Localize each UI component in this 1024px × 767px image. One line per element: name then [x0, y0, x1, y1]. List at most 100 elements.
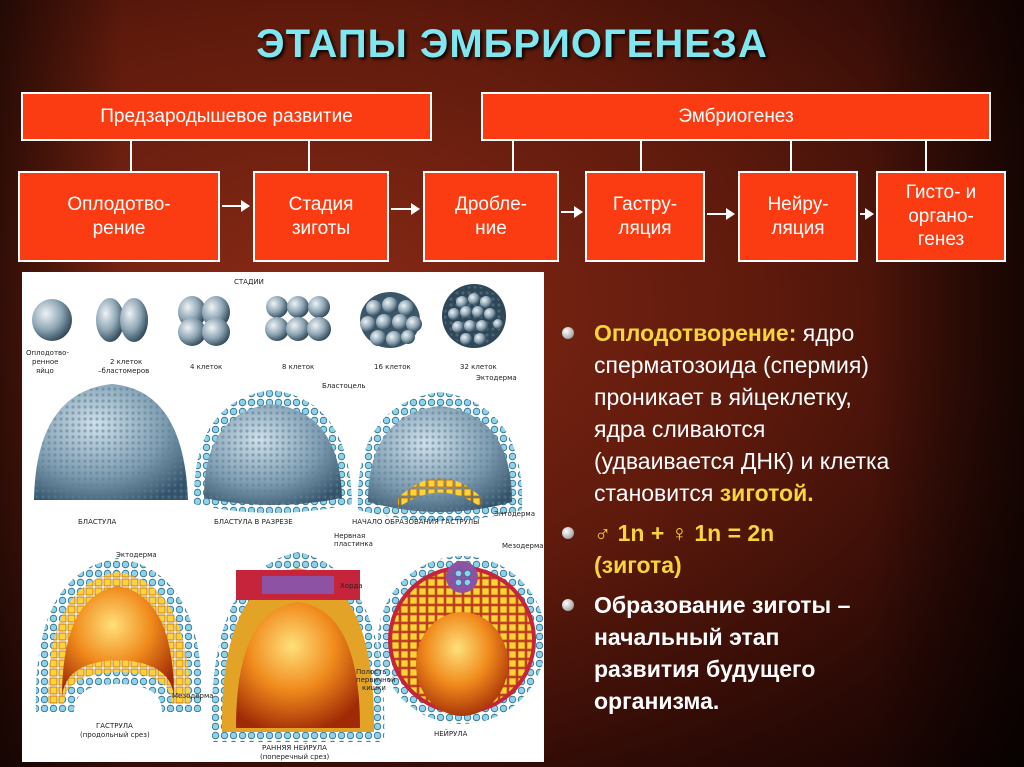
bullet-fertilization: Оплодотворение: ядро сперматозоида (спер… — [560, 318, 1020, 510]
bullet-text: организма. — [594, 687, 720, 714]
stage-text: зиготы — [291, 217, 351, 239]
label-2-cells: –бластомеров — [98, 367, 149, 375]
two-cell-stage — [96, 298, 148, 342]
label-notochord: Хорда — [340, 582, 363, 590]
egg-cell — [32, 299, 72, 341]
stage-text: Дробле- — [454, 193, 527, 215]
stage-text: ляция — [618, 217, 672, 239]
connector-line — [512, 141, 514, 171]
bullet-icon — [562, 598, 574, 611]
label-gut-cavity: кишки — [362, 684, 386, 692]
group-embryo-label: Эмбриогенез — [678, 105, 794, 127]
label-egg: яйцо — [36, 367, 54, 375]
label-gastrula-start: НАЧАЛО ОБРАЗОВАНИЯ ГАСТРУЛЫ — [352, 518, 479, 526]
blastula — [34, 384, 188, 500]
stage-cleavage: Дробле- ние — [423, 171, 559, 262]
bullet-formula: ♂ 1n + ♀ 1n = 2n (зигота) — [560, 518, 1020, 582]
connector-line — [308, 141, 310, 171]
label-32-cells: 32 клеток — [460, 363, 497, 371]
bullet-text: становится — [594, 479, 714, 506]
stage-text: ние — [475, 217, 507, 239]
neurula — [378, 556, 544, 724]
bullet-icon — [562, 526, 574, 539]
bullet-list: Оплодотворение: ядро сперматозоида (спер… — [560, 318, 1020, 726]
connector-line — [640, 141, 642, 171]
bullet-text: развития будущего — [594, 655, 816, 682]
label-mesoderm: Мезодерма — [502, 542, 544, 550]
label-4-cells: 4 клеток — [190, 363, 222, 371]
label-mesoderm: Мезодерма — [172, 692, 214, 700]
label-early-neurula: (поперечный срез) — [260, 753, 330, 761]
sixteen-cell-stage — [360, 292, 422, 348]
label-early-neurula: РАННЯЯ НЕЙРУЛА — [262, 743, 327, 752]
bullet-icon — [562, 327, 574, 339]
label-gastrula: ГАСТРУЛА — [96, 722, 133, 730]
label-8-cells: 8 клеток — [282, 363, 314, 371]
arrow-right-icon — [707, 208, 735, 220]
stage-text: генез — [917, 229, 965, 251]
label-ectoderm: Эктодерма — [476, 374, 517, 382]
label-egg: ренное — [32, 358, 59, 366]
bullet-formula-text: ♂ 1n + ♀ 1n = 2n — [594, 519, 775, 546]
label-gut-cavity: первичной — [356, 676, 396, 684]
arrow-right-icon — [222, 200, 250, 212]
stage-text: Гастру- — [612, 193, 678, 215]
thirty-two-cell-stage — [442, 284, 506, 348]
stage-text: Нейру- — [767, 193, 829, 215]
label-neural-plate: Нервная — [334, 532, 365, 540]
connector-line — [925, 141, 927, 171]
label-blastula-section: БЛАСТУЛА В РАЗРЕЗЕ — [214, 518, 293, 526]
label-gut-cavity: Полость — [356, 668, 386, 676]
stage-text: Стадия — [288, 193, 354, 215]
gastrula-longitudinal — [35, 558, 203, 712]
label-neurula: НЕЙРУЛА — [434, 729, 468, 738]
bullet-text: (удваивается ДНК) и клетка — [594, 447, 890, 474]
bullet-text: ядра сливаются — [594, 415, 766, 442]
group-embryogenesis: Эмбриогенез — [481, 92, 991, 141]
label-endoderm: Энтодерма — [494, 510, 535, 518]
stage-text: Гисто- и — [905, 181, 977, 203]
bullet-zygote-formation: Образование зиготы – начальный этап разв… — [560, 590, 1020, 718]
eight-cell-stage — [265, 296, 331, 341]
label-egg: Оплодотво- — [26, 349, 69, 357]
blastula-section — [193, 390, 352, 513]
embryo-stages-figure: СТАДИИ — [22, 272, 544, 762]
arrow-right-icon — [561, 206, 583, 218]
stage-neurulation: Нейру- ляция — [738, 171, 858, 262]
connector-line — [790, 141, 792, 171]
early-neurula — [211, 552, 385, 742]
figure-header: СТАДИИ — [234, 278, 264, 286]
embryo-illustration: СТАДИИ — [26, 278, 544, 761]
arrow-right-icon — [391, 203, 420, 215]
label-gastrula: (продольный срез) — [80, 731, 150, 739]
bullet-heading: Оплодотворение: — [594, 320, 797, 346]
page-title: ЭТАПЫ ЭМБРИОГЕНЕЗА — [256, 22, 768, 66]
arrow-right-icon — [860, 208, 874, 220]
label-2-cells: 2 клеток — [110, 358, 142, 366]
label-neural-plate: пластинка — [334, 540, 373, 548]
stage-text: органо- — [908, 205, 974, 227]
four-cell-stage — [178, 296, 230, 346]
stage-text: рение — [92, 217, 146, 239]
label-16-cells: 16 клеток — [374, 363, 411, 371]
bullet-highlight: зиготой. — [719, 479, 814, 506]
stage-text: Оплодотво- — [67, 193, 171, 215]
connector-line — [130, 141, 132, 171]
label-ectoderm: Эктодерма — [116, 551, 157, 559]
label-blastocoel: Бластоцель — [322, 382, 365, 390]
bullet-text: проникает в яйцеклетку, — [594, 383, 852, 410]
group-pre-label: Предзародышевое развитие — [100, 105, 353, 127]
label-blastula: БЛАСТУЛА — [78, 518, 117, 526]
bullet-formula-text: (зигота) — [594, 551, 682, 578]
stage-zygote: Стадия зиготы — [253, 171, 389, 262]
early-gastrula — [357, 392, 523, 521]
bullet-text: ядро — [802, 320, 855, 346]
bullet-text: Образование зиготы – — [594, 591, 851, 618]
stage-gastrulation: Гастру- ляция — [585, 171, 705, 262]
group-pre-embryonic: Предзародышевое развитие — [21, 92, 432, 141]
bullet-text: сперматозоида (спермия) — [594, 351, 869, 378]
stage-text: ляция — [771, 217, 825, 239]
stage-fertilization: Оплодотво- рение — [18, 171, 220, 262]
bullet-text: начальный этап — [594, 623, 780, 650]
stage-organogenesis: Гисто- и органо- генез — [876, 171, 1006, 262]
